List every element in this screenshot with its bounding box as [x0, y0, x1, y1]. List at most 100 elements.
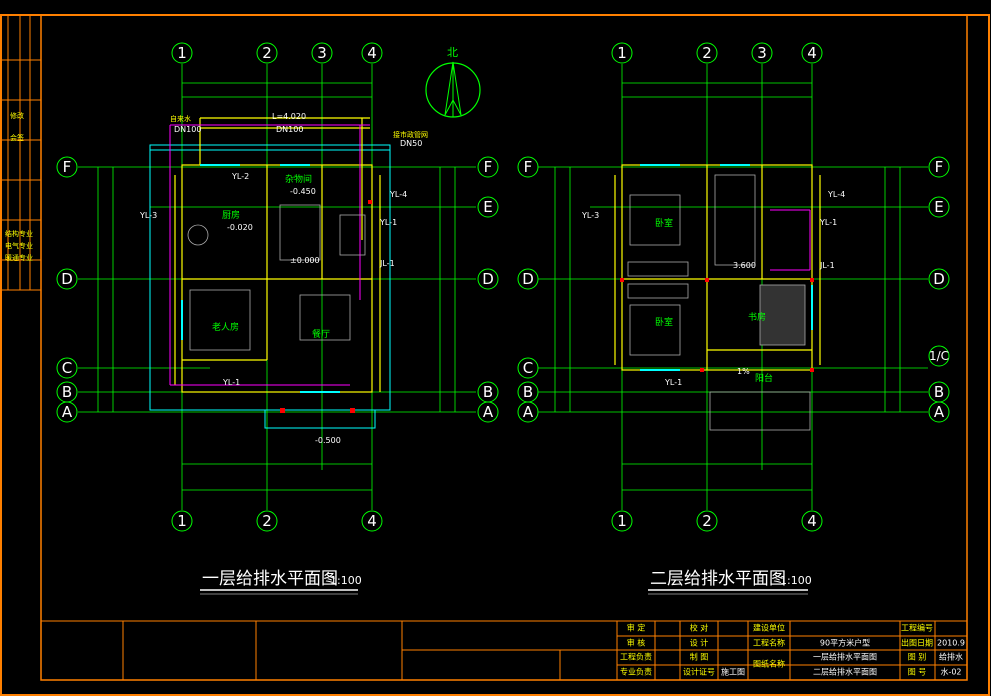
r-room-balcony: 阳台	[755, 372, 773, 384]
tb-r4-1: 设计证号	[683, 667, 715, 677]
room-dining: 餐厅	[312, 328, 330, 340]
axis-bottom-4: 4	[367, 512, 377, 530]
r-axis-row-A: A	[523, 403, 534, 421]
right-plan-title: 二层给排水平面图	[650, 569, 786, 589]
room-bedroom: 老人房	[212, 321, 239, 333]
title-block	[41, 620, 967, 680]
axis-row-D-r: D	[482, 270, 494, 288]
left-plan: 1 2 3 4 1 2 4 F D C B A F E D B A 厨房 杂物间…	[56, 42, 499, 595]
side-strip-1: 会签	[10, 133, 24, 142]
axis-row-B-r: B	[483, 383, 493, 401]
r-room-study: 书房	[748, 311, 766, 323]
r-axis-top-4: 4	[807, 44, 817, 62]
left-plan-scale: 1:100	[330, 574, 362, 587]
axis-bubble	[171, 42, 193, 64]
axis-top-3: 3	[317, 44, 327, 62]
r-axis-top-3: 3	[757, 44, 767, 62]
elev-outdoor: -0.500	[315, 436, 341, 445]
axis-top-1: 1	[177, 44, 187, 62]
elev-storage: -0.450	[290, 187, 316, 196]
r-riser-yl1b: YL-1	[664, 378, 682, 387]
riser-yl1b: YL-1	[222, 378, 240, 387]
r-axis-bottom-4: 4	[807, 512, 817, 530]
side-strip-2: 结构专业	[5, 229, 33, 238]
tb-r3-3: 一层给排水平面图	[813, 652, 877, 662]
axis-row-E-r: E	[483, 198, 492, 216]
left-plan-title: 一层给排水平面图	[202, 569, 338, 589]
tb-r2-2: 工程名称	[753, 638, 785, 648]
r-axis-row-F-r: F	[935, 158, 944, 176]
north-arrow: 北	[425, 46, 481, 118]
axis-bottom-1: 1	[177, 512, 187, 530]
tb-r4-2: 施工图	[721, 667, 745, 677]
right-plan: 1 2 3 4 1 2 4 F D C B A F E D 1/C B A 卧室…	[517, 42, 950, 595]
annot-pipe-b: DN100	[276, 125, 303, 134]
r-room-bed2: 卧室	[655, 316, 673, 328]
tb-r2-5: 2010.9	[937, 639, 965, 648]
r-axis-row-F: F	[524, 158, 533, 176]
outer-frame	[0, 14, 990, 696]
r-riser-yl3: YL-3	[581, 211, 599, 220]
r-room-bed1: 卧室	[655, 217, 673, 229]
r-slope: 1%	[737, 367, 750, 376]
axis-row-B: B	[62, 383, 72, 401]
axis-top-4: 4	[367, 44, 377, 62]
r-riser-yl4: YL-4	[827, 190, 845, 199]
tb-r1-2: 建设单位	[753, 623, 785, 633]
tb-r2-1: 设 计	[690, 638, 709, 648]
riser-yl3: YL-3	[139, 211, 157, 220]
riser-yl1a: YL-1	[379, 218, 397, 227]
tb-r4-0: 专业负责	[620, 667, 652, 677]
annot-dim: L=4.020	[272, 112, 306, 121]
axis-bottom-2: 2	[262, 512, 272, 530]
axis-row-F-r: F	[484, 158, 493, 176]
r-axis-row-A-r: A	[934, 403, 945, 421]
r-riser-jl1: JL-1	[819, 261, 835, 270]
side-strip-0: 修改	[10, 111, 24, 120]
tb-r4-5: 水-02	[940, 667, 961, 677]
annot-drain: 接市政管网	[393, 130, 428, 139]
annot-pipe-c: DN50	[400, 139, 422, 148]
binding-strip	[1, 15, 41, 291]
r-axis-top-1: 1	[617, 44, 627, 62]
r-axis-row-D-r: D	[933, 270, 945, 288]
r-axis-row-E-r: E	[934, 198, 943, 216]
side-strip-4: 暖通专业	[5, 253, 33, 262]
tb-r2-3: 90平方米户型	[820, 638, 870, 648]
r-elev: 3.600	[733, 261, 756, 270]
annot-supply: 自来水	[170, 114, 191, 123]
inner-frame	[40, 14, 968, 681]
north-label: 北	[447, 46, 458, 59]
tb-r2-4: 出图日期	[901, 638, 933, 648]
tb-r1-0: 审 定	[627, 623, 646, 633]
right-plan-scale: 1:100	[780, 574, 812, 587]
axis-row-C: C	[62, 359, 72, 377]
r-axis-row-B: B	[523, 383, 533, 401]
r-axis-bottom-2: 2	[702, 512, 712, 530]
tb-r1-3: 工程编号	[901, 623, 933, 633]
tb-r3-5: 给排水	[939, 652, 963, 662]
tb-r2-0: 审 核	[627, 638, 646, 648]
r-axis-top-2: 2	[702, 44, 712, 62]
elev-floor: ±0.000	[290, 256, 320, 265]
axis-row-A-r: A	[483, 403, 494, 421]
r-axis-row-C: C	[523, 359, 533, 377]
axis-top-2: 2	[262, 44, 272, 62]
r-axis-row-D: D	[522, 270, 534, 288]
annot-pipe-a: DN100	[174, 125, 201, 134]
riser-yl2: YL-2	[231, 172, 249, 181]
tb-r3-4: 图 别	[908, 653, 927, 662]
room-kitchen: 厨房	[222, 209, 240, 221]
r-axis-bottom-1: 1	[617, 512, 627, 530]
r-axis-row-B-r: B	[934, 383, 944, 401]
tb-r4-3: 二层给排水平面图	[813, 667, 877, 677]
riser-jl1: JL-1	[379, 259, 395, 268]
elev-kitchen: -0.020	[227, 223, 253, 232]
r-axis-extra: 1/C	[929, 349, 949, 363]
room-storage: 杂物间	[285, 173, 312, 185]
side-strip-3: 电气专业	[5, 241, 33, 250]
tb-r3-0: 工程负责	[620, 652, 652, 662]
r-riser-yl1a: YL-1	[819, 218, 837, 227]
axis-row-A: A	[62, 403, 73, 421]
